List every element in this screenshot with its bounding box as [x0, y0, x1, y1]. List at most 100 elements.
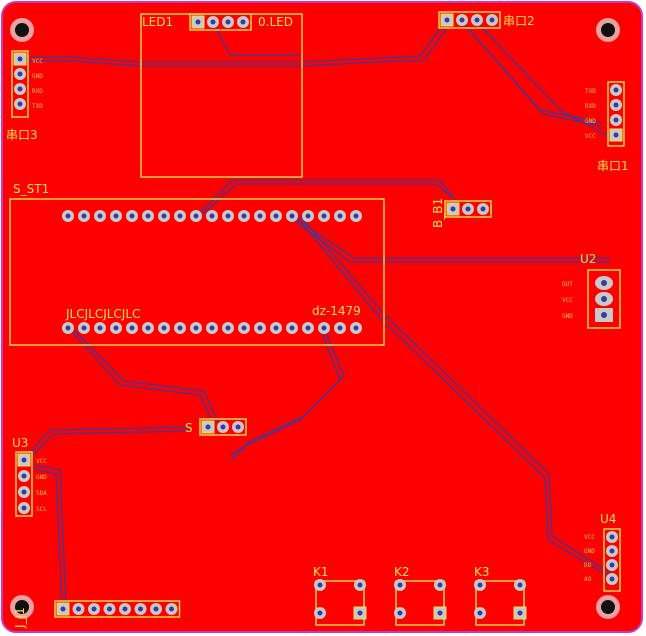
k2-pad-2 [434, 579, 446, 591]
u4-pad-4 [606, 573, 618, 585]
port1-pad-3 [610, 114, 622, 126]
s-header [199, 418, 247, 436]
sst1-bottom-pad-19 [350, 322, 362, 334]
port2-pad-3 [471, 14, 483, 26]
sst1-top-pad-5 [126, 210, 138, 222]
k2-ref: K2 [394, 565, 410, 579]
sst1-top-pad-17 [318, 210, 330, 222]
k1-pad-3 [314, 607, 326, 619]
s-pad-3 [232, 421, 244, 433]
k3-pad-4 [513, 606, 527, 620]
s-box [199, 418, 247, 436]
u2-header [595, 276, 613, 322]
sst1-bottom-pad-2 [78, 322, 90, 334]
port1-pad-2 [610, 99, 622, 111]
bb1-pad-2 [462, 203, 474, 215]
sst1-bottom-pad-18 [334, 322, 346, 334]
sst1-top-pad-11 [222, 210, 234, 222]
j1-pad-3 [88, 603, 100, 615]
k2-pad-4 [433, 606, 447, 620]
sst1-top-pad-7 [158, 210, 170, 222]
u3-ref: U3 [12, 436, 28, 450]
port1-box [607, 81, 625, 147]
u2-outline [587, 269, 621, 329]
port2-header [438, 11, 501, 29]
j1-header [54, 600, 181, 618]
k3-pad-3 [474, 607, 486, 619]
u4-pad-2 [606, 545, 618, 557]
u2-pad-3 [595, 308, 613, 322]
port1-ref: 串口1 [597, 159, 629, 173]
u4-header [603, 528, 621, 592]
sst1-top-pad-4 [110, 210, 122, 222]
u3-pad-4 [18, 502, 30, 514]
port3-ref: 串口3 [6, 128, 38, 142]
j1-pad-1 [56, 602, 70, 616]
port3-pin-1: VCC [32, 58, 43, 65]
port3-pin-4: TXD [32, 103, 43, 110]
sst1-bottom-pad-8 [174, 322, 186, 334]
port2-pad-1 [440, 13, 454, 27]
j1-pad-5 [119, 603, 131, 615]
mounting-hole-tr [596, 18, 620, 42]
sst1-bottom-pad-11 [222, 322, 234, 334]
j1-pad-8 [165, 603, 178, 615]
led1-header [189, 13, 252, 31]
port1-header [607, 81, 625, 147]
k3-pad-2 [514, 579, 526, 591]
mounting-hole-tl [10, 18, 34, 42]
s-pad-1 [201, 420, 215, 434]
k3-switch [474, 579, 527, 626]
bb1-pad-3 [477, 203, 489, 215]
mounting-hole-bl [10, 595, 34, 619]
port3-box [11, 50, 29, 118]
mounting-hole-br [596, 595, 620, 619]
sst1-top-pad-10 [206, 210, 218, 222]
port3-pad-4 [14, 98, 26, 110]
sst1-top-pad-14 [270, 210, 282, 222]
u3-pad-2 [18, 470, 30, 482]
bb1-box [444, 200, 492, 218]
u2-pin-1: OUT [562, 281, 573, 288]
bb1-ref: B_B1 [431, 198, 445, 228]
k1-pad-2 [354, 579, 366, 591]
port3-pad-3 [14, 83, 26, 95]
led1-box [189, 13, 252, 31]
sst1-part: dz-1479 [312, 304, 361, 318]
u3-header [15, 451, 33, 517]
k3-pad-1 [474, 579, 486, 591]
u4-ref: U4 [600, 512, 616, 526]
u2-ref: U2 [580, 252, 596, 266]
sst1-top-pad-12 [238, 210, 250, 222]
k2-pad-1 [394, 579, 406, 591]
port1-pad-4 [609, 128, 623, 142]
sst1-bottom-pad-12 [238, 322, 250, 334]
k1-switch [314, 579, 367, 626]
sst1-bottom-pad-1 [62, 322, 74, 334]
port2-ref: 串口2 [503, 14, 535, 28]
j1-pad-4 [103, 603, 116, 615]
k2-pad-3 [394, 607, 406, 619]
sst1-bottom-row [62, 322, 362, 334]
sst1-top-row [62, 210, 362, 222]
u3-pad-3 [18, 486, 30, 498]
sst1-top-pad-9 [190, 210, 202, 222]
port2-pad-4 [486, 14, 498, 26]
sst1-bottom-pad-15 [286, 322, 298, 334]
port1-pin-4: VCC [585, 133, 596, 140]
k1-ref: K1 [313, 565, 329, 579]
sst1-outline [9, 198, 385, 346]
u4-pin-4: AO [584, 576, 592, 583]
sst1-top-pad-13 [254, 210, 266, 222]
u4-box [603, 528, 621, 592]
u3-pad-1 [17, 453, 31, 467]
sst1-top-pad-3 [94, 210, 106, 222]
port3-header [11, 50, 29, 118]
port1-pin-1: TXD [585, 88, 596, 95]
sst1-bottom-pad-6 [142, 322, 154, 334]
u3-pin-4: SCL [36, 506, 47, 513]
k1-pad-4 [353, 606, 367, 620]
u4-pin-3: DO [584, 562, 592, 569]
u4-pin-1: VCC [584, 534, 595, 541]
